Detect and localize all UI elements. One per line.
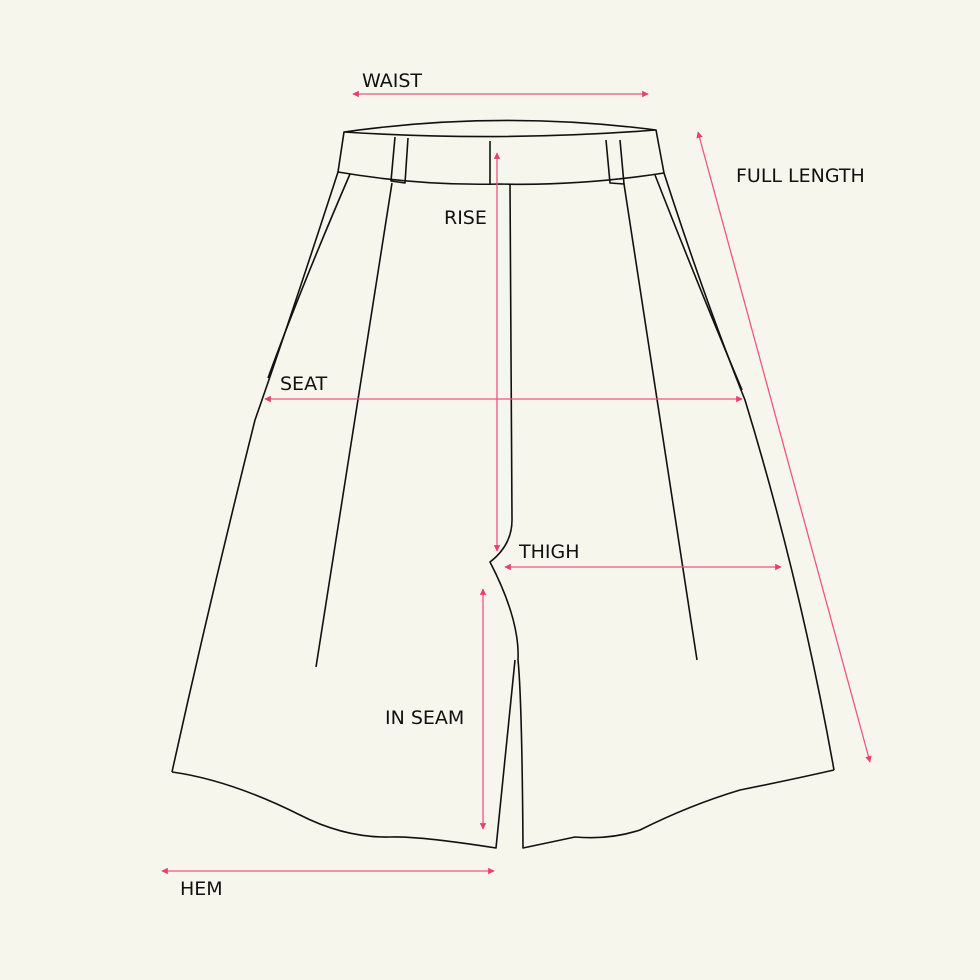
shorts-outline [171, 119, 835, 849]
left-crease [315, 182, 393, 668]
waistband [337, 129, 665, 186]
fly-line [489, 183, 519, 661]
full-length-label: FULL LENGTH [736, 165, 865, 187]
full-length-arrow [696, 131, 872, 763]
belt-loop-left [390, 136, 409, 184]
right-crease [623, 183, 698, 661]
left-pocket [267, 173, 351, 379]
belt-loop-right [605, 139, 625, 185]
right-hem [517, 659, 835, 849]
seat-label: SEAT [280, 373, 328, 395]
left-outseam [171, 171, 339, 773]
in-seam-label: IN SEAM [385, 707, 465, 729]
rise-label: RISE [444, 207, 487, 229]
left-hem [171, 659, 516, 849]
waist-label: WAIST [362, 70, 423, 92]
measurement-arrows [161, 90, 872, 875]
waistband-top [343, 119, 657, 138]
hem-label: HEM [180, 878, 223, 900]
right-pocket [654, 174, 743, 391]
thigh-label: THIGH [519, 541, 580, 563]
